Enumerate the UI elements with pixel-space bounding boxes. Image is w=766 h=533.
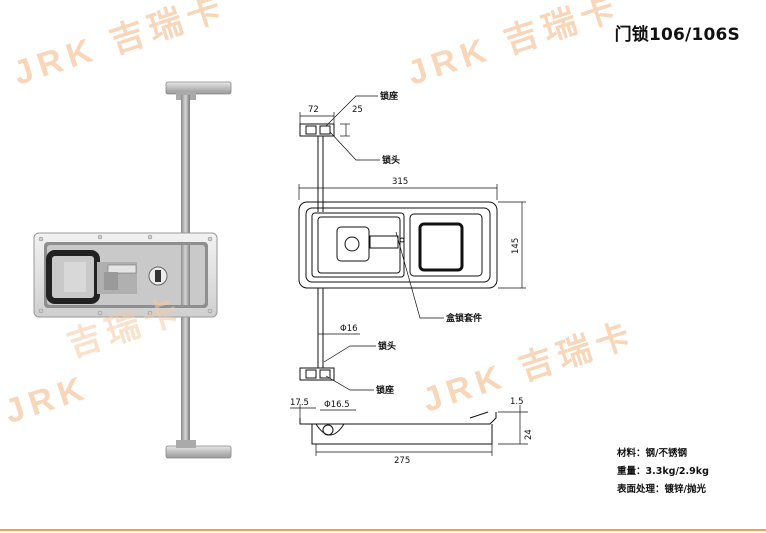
dim-72: 72 (308, 105, 319, 115)
dim-275: 275 (394, 456, 410, 466)
callout-head-top: 锁头 (382, 154, 400, 166)
callout-seat-top: 锁座 (380, 90, 398, 102)
callout-box-set: 盒锁套件 (445, 312, 482, 324)
dim-25: 25 (352, 105, 363, 115)
page-title: 门锁106/106S (614, 25, 740, 45)
dim-1-5: 1.5 (510, 397, 524, 407)
dim-145: 145 (511, 238, 521, 254)
dim-24: 24 (524, 429, 534, 440)
spec-weight: 重量：3.3kg/2.9kg (617, 466, 709, 477)
dim-phi16-5: Φ16.5 (324, 400, 350, 410)
spec-finish: 表面处理：镀锌/抛光 (617, 484, 706, 495)
bottom-accent-line (0, 529, 766, 531)
dim-315: 315 (392, 177, 408, 187)
dim-17-5: 17.5 (290, 398, 309, 408)
callout-head-bottom: 锁头 (378, 340, 396, 352)
spec-material: 材料：钢/不锈钢 (617, 448, 687, 459)
dim-phi16: Φ16 (340, 324, 358, 334)
callout-seat-bottom: 锁座 (376, 384, 394, 396)
